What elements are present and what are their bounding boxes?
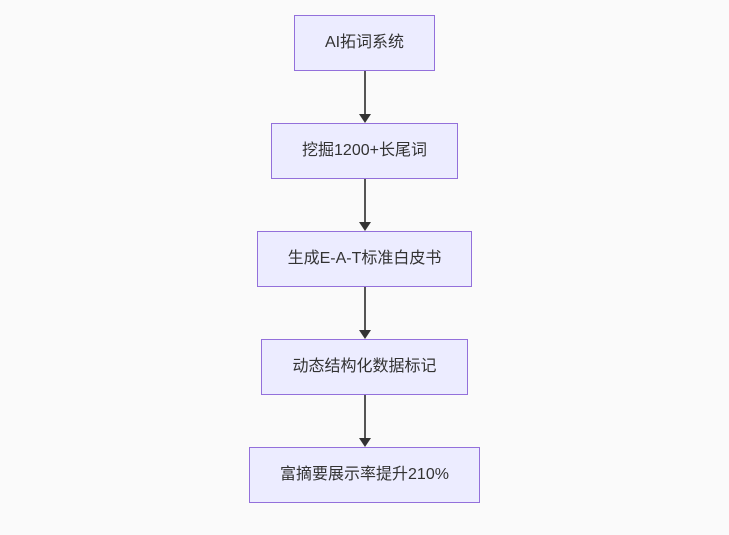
flow-node-label: 生成E-A-T标准白皮书 bbox=[287, 250, 442, 267]
flow-node-ai-expansion-system: AI拓词系统 bbox=[293, 15, 436, 71]
flow-node-label: 挖掘1200+长尾词 bbox=[302, 142, 427, 159]
arrowhead-down-icon bbox=[358, 222, 371, 231]
arrow-line bbox=[363, 287, 366, 331]
flow-node-structured-data-markup: 动态结构化数据标记 bbox=[261, 339, 468, 395]
flow-node-label: 动态结构化数据标记 bbox=[292, 358, 437, 375]
arrowhead-down-icon bbox=[358, 330, 371, 339]
flow-node-rich-snippet-uplift: 富摘要展示率提升210% bbox=[249, 447, 480, 503]
flow-node-label: AI拓词系统 bbox=[324, 34, 405, 51]
flow-node-eat-whitepaper: 生成E-A-T标准白皮书 bbox=[256, 231, 473, 287]
arrow-connector bbox=[358, 287, 371, 339]
flow-node-label: 富摘要展示率提升210% bbox=[280, 466, 449, 483]
arrowhead-down-icon bbox=[358, 438, 371, 447]
arrow-connector bbox=[358, 395, 371, 447]
arrow-connector bbox=[358, 179, 371, 231]
arrow-line bbox=[363, 395, 366, 439]
arrow-connector bbox=[358, 71, 371, 123]
flow-node-longtail-mining: 挖掘1200+长尾词 bbox=[271, 123, 458, 179]
arrowhead-down-icon bbox=[358, 114, 371, 123]
arrow-line bbox=[363, 179, 366, 223]
arrow-line bbox=[363, 71, 366, 115]
